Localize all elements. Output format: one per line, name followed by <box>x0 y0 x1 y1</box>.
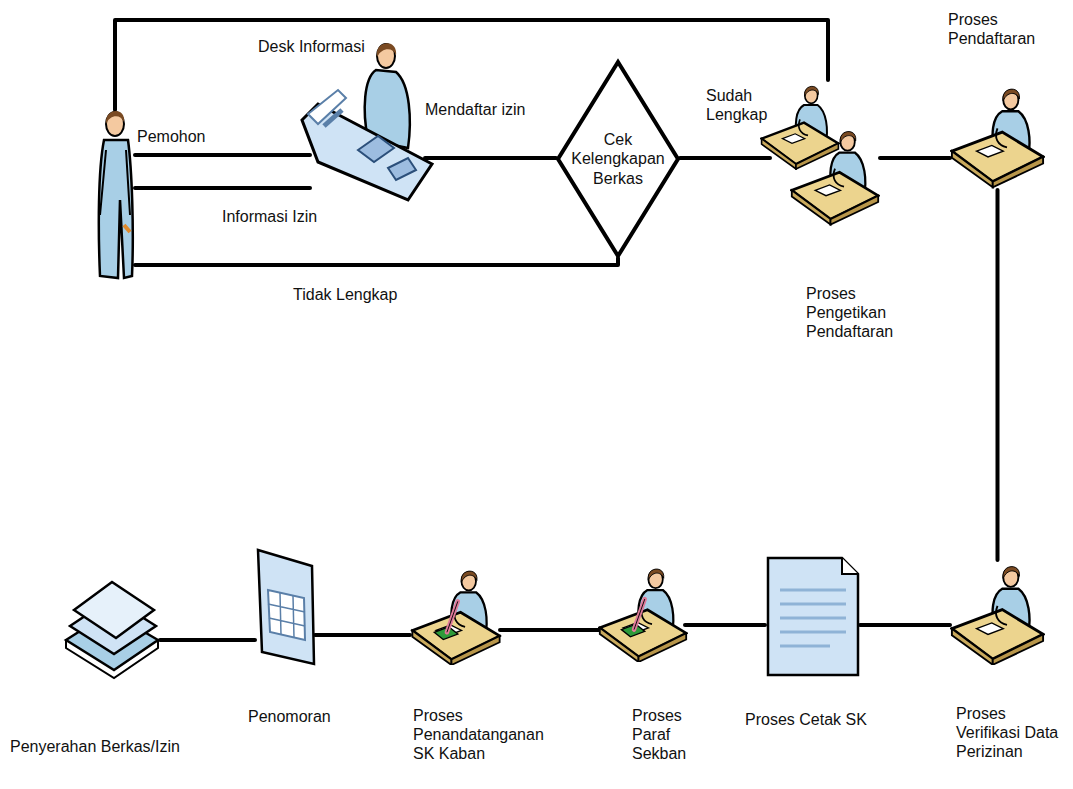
initial-desk-figure <box>600 569 686 662</box>
process-station: Proses Pengetikan Pendaftaran <box>770 80 880 240</box>
numbering-form: Penomoran <box>255 548 315 666</box>
edge-label: Mendaftar izin <box>425 100 526 119</box>
decision-label: Cek Kelengkapan Berkas <box>571 130 664 188</box>
flow-line <box>160 638 255 642</box>
process-station: Proses Paraf Sekban <box>600 560 685 665</box>
station-label: Proses Cetak SK <box>745 710 867 729</box>
station-label: Proses Penandatanganan SK Kaban <box>413 706 544 764</box>
applicant: Pemohon <box>95 110 135 280</box>
process-station: Proses Penandatanganan SK Kaban <box>410 565 500 665</box>
process-station: Proses Pendaftaran <box>950 80 1045 190</box>
station-label: Proses Paraf Sekban <box>632 706 686 764</box>
station-label: Proses Verifikasi Data Perizinan <box>956 704 1068 762</box>
paper-stack-figure <box>66 582 158 678</box>
process-document: Proses Cetak SK <box>765 555 860 675</box>
flow-line <box>135 258 618 265</box>
flow-line <box>880 156 950 160</box>
typing-desk-figure <box>762 86 879 224</box>
verification-desk-figure <box>952 567 1043 665</box>
information-desk-figure <box>302 43 432 200</box>
station-label: Proses Pendaftaran <box>948 10 1035 48</box>
process-station: Proses Verifikasi Data Perizinan <box>950 560 1045 665</box>
station-label: Penomoran <box>248 707 331 726</box>
decision-diamond: Cek Kelengkapan Berkas <box>556 60 680 258</box>
station-label: Penyerahan Berkas/Izin <box>10 737 180 756</box>
document-handover: Penyerahan Berkas/Izin <box>65 578 160 678</box>
flow-line <box>680 156 770 160</box>
station-label: Pemohon <box>137 127 206 146</box>
signing-desk-figure <box>412 571 499 665</box>
station-label: Desk Informasi <box>258 37 365 56</box>
document-figure <box>768 558 858 675</box>
flow-line <box>135 186 310 190</box>
flow-line <box>315 633 410 637</box>
registration-desk-figure <box>952 89 1043 187</box>
edge-label: Tidak Lengkap <box>293 285 397 304</box>
flow-line <box>425 156 556 160</box>
flow-line <box>685 623 765 627</box>
applicant-figure <box>99 111 133 278</box>
numbering-form-figure <box>258 550 314 664</box>
edge-label: Sudah Lengkap <box>706 86 767 124</box>
flow-line <box>996 190 1000 560</box>
flow-line <box>135 153 310 157</box>
information-desk: Desk Informasi <box>300 40 435 210</box>
flow-line <box>860 623 950 627</box>
flow-line <box>500 628 600 632</box>
edge-label: Informasi Izin <box>222 207 317 226</box>
station-label: Proses Pengetikan Pendaftaran <box>806 284 893 342</box>
